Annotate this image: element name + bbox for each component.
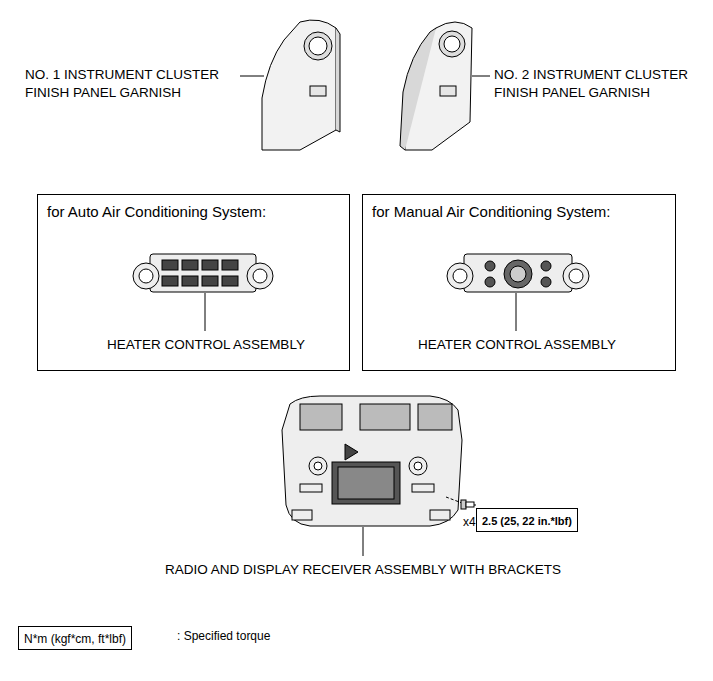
part-name: HEATER CONTROL ASSEMBLY [107, 336, 305, 354]
panel-heading: for Manual Air Conditioning System: [372, 202, 610, 222]
leader-line [205, 293, 206, 331]
bolt-symbol [461, 500, 474, 509]
leader-line [240, 76, 264, 77]
panel-heading: for Auto Air Conditioning System: [47, 202, 266, 222]
radio-receiver [282, 396, 462, 526]
leader-line [363, 527, 364, 556]
part-name: HEATER CONTROL ASSEMBLY [418, 336, 616, 354]
heater-control-auto [133, 254, 273, 292]
torque-value: N*m (kgf*cm, ft*lbf) [24, 632, 126, 646]
part-label: NO. 1 INSTRUMENT CLUSTER FINISH PANEL GA… [25, 66, 237, 102]
torque-value: 2.5 (25, 22 in.*lbf) [482, 515, 572, 527]
part-label: x4 [463, 514, 476, 530]
leader-line [474, 505, 476, 506]
part-label: : Specified torque [177, 628, 270, 644]
leader-line [472, 76, 490, 77]
leader-line [516, 293, 517, 331]
leader-line [446, 497, 462, 503]
part-label: RADIO AND DISPLAY RECEIVER ASSEMBLY WITH… [165, 561, 561, 579]
system-panel: for Manual Air Conditioning System: HEATE… [362, 194, 676, 371]
torque-box: 2.5 (25, 22 in.*lbf) [476, 508, 578, 532]
part-label: NO. 2 INSTRUMENT CLUSTER FINISH PANEL GA… [494, 66, 706, 102]
garnish-2 [400, 22, 472, 150]
garnish-1 [262, 20, 340, 150]
heater-control-manual [447, 254, 589, 292]
system-panel: for Auto Air Conditioning System: HEATER … [37, 194, 350, 371]
torque-box: N*m (kgf*cm, ft*lbf) [18, 626, 132, 650]
